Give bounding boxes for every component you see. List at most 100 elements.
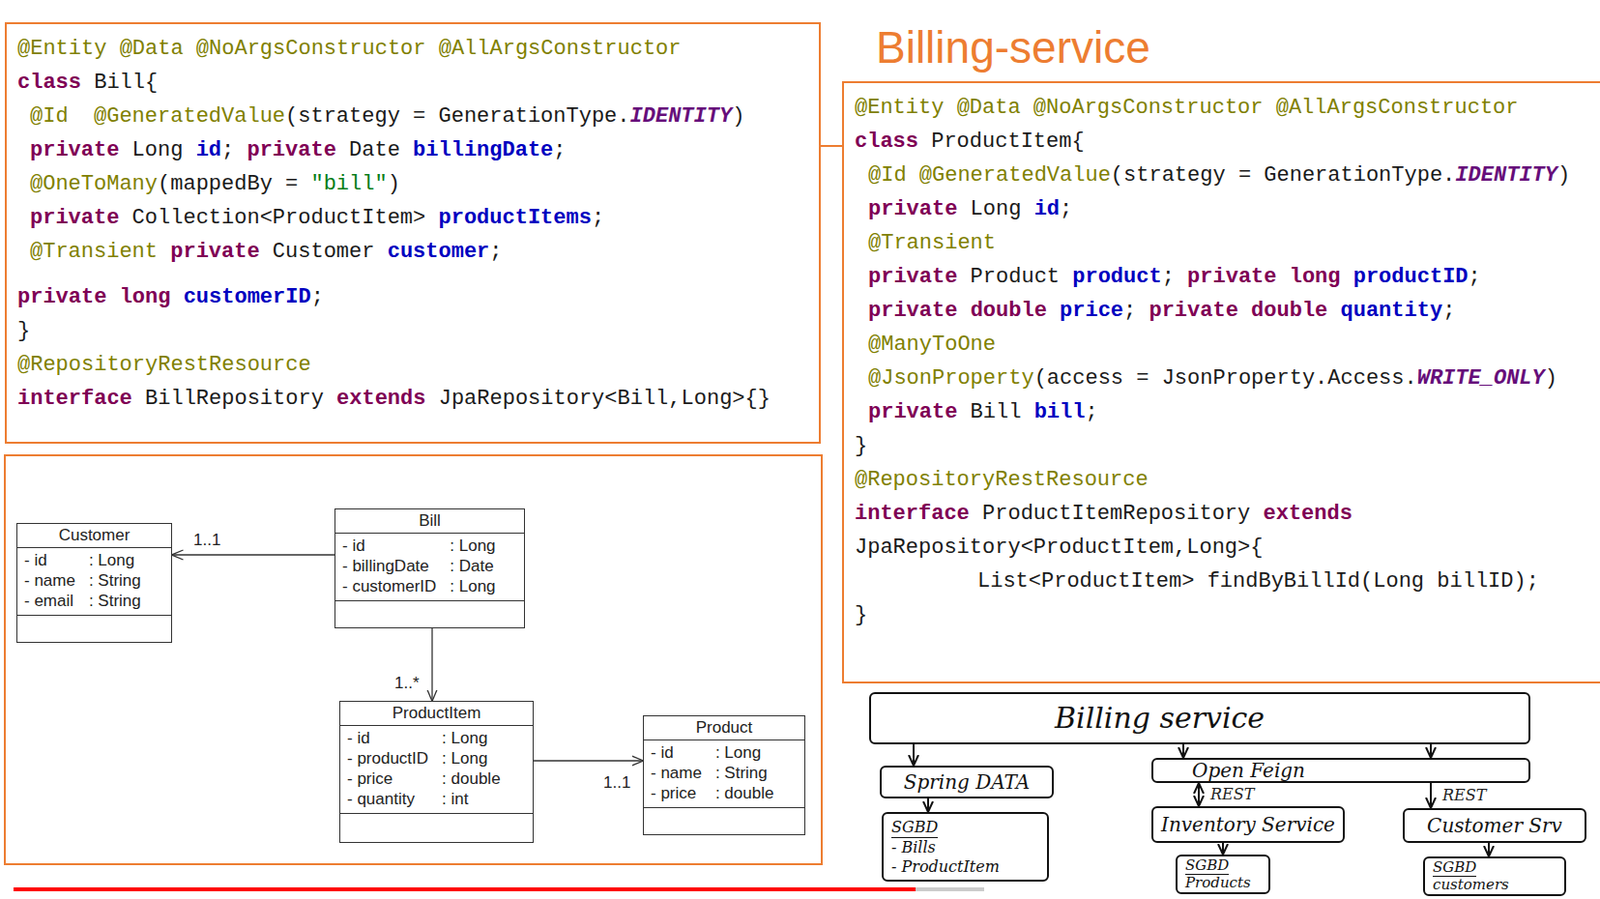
code-token: private: [868, 264, 958, 290]
arrow-connector: [1429, 783, 1432, 809]
code-token: BillRepository: [132, 386, 337, 411]
sketch-box: SGBDProducts: [1175, 854, 1271, 895]
code-line: interface ProductItemRepository extends: [854, 496, 1595, 531]
code-token: }: [17, 319, 30, 344]
attribute-type: : Long: [441, 748, 501, 769]
code-line: JpaRepository<ProductItem,Long>{: [854, 530, 1595, 565]
attribute-type: : double: [715, 783, 775, 804]
code-token: IDENTITY: [630, 104, 733, 129]
code-token: @ManyToOne: [868, 332, 996, 357]
arrow-connector: [1221, 843, 1224, 855]
code-token: ;: [1442, 298, 1455, 323]
uml-panel: [4, 455, 822, 865]
code-line: @RepositoryRestResource: [854, 463, 1595, 497]
code-line: private Collection<ProductItem> productI…: [17, 201, 810, 235]
code-token: [68, 104, 94, 129]
code-token: Collection<ProductItem>: [118, 205, 438, 231]
sketch-text: - ProductItem: [891, 857, 1000, 877]
sketch-box: Customer Srv: [1402, 808, 1587, 844]
code-token: Long: [118, 138, 196, 163]
code-token: id: [196, 138, 222, 163]
code-token: @NoArgsConstructor: [1033, 95, 1264, 120]
sketch-text: Products: [1185, 874, 1251, 892]
attribute-name: - quantity: [347, 788, 429, 810]
attribute-list: - id: Long- productID: Long- price: doub…: [340, 726, 533, 815]
code-token: [106, 36, 119, 61]
code-token: customerID: [183, 285, 312, 310]
attribute-name: - email: [24, 590, 76, 611]
sketch-text: Inventory Service: [1161, 812, 1336, 838]
code-token: class: [17, 70, 82, 95]
uml-class: Product- id: Long- name: String- price: …: [642, 715, 806, 836]
sketch-box: Spring DATA: [879, 765, 1054, 799]
attribute-name: - billingDate: [342, 555, 437, 577]
code-token: Bill{: [81, 70, 158, 95]
code-line: @RepositoryRestResource: [17, 348, 810, 382]
code-token: customer: [387, 239, 491, 264]
code-token: private: [29, 205, 119, 231]
code-token: [1327, 298, 1340, 323]
code-token: [1277, 264, 1290, 290]
code-token: [1020, 95, 1034, 120]
code-token: WRITE_ONLY: [1417, 366, 1545, 391]
code-line: @Entity @Data @NoArgsConstructor @AllArg…: [17, 31, 810, 66]
code-token: private: [246, 138, 336, 163]
code-line: }: [17, 314, 810, 349]
code-token: Customer: [260, 239, 388, 264]
code-token: ): [1557, 163, 1571, 188]
code-token: private: [170, 239, 260, 264]
sketch-text: SGBD: [1185, 857, 1229, 875]
code-token: quantity: [1340, 298, 1444, 323]
code-token: [157, 239, 171, 264]
code-line: private Long id; private Date billingDat…: [17, 133, 810, 168]
code-token: (mappedBy =: [157, 172, 311, 197]
code-token: productItems: [437, 205, 591, 231]
code-token: [170, 285, 183, 310]
code-token: List<ProductItem> findByBillId(Long bill…: [977, 569, 1540, 594]
code-line: @OneToMany(mappedBy = "bill"): [17, 167, 810, 202]
code-line: interface BillRepository extends JpaRepo…: [17, 381, 810, 416]
code-token: (strategy = GenerationType.: [285, 104, 630, 129]
attribute-name: - price: [650, 783, 702, 804]
code-token: @GeneratedValue: [919, 163, 1111, 188]
code-token: "bill": [310, 172, 387, 197]
code-token: interface: [854, 501, 970, 526]
code-token: [425, 36, 438, 61]
code-token: Product: [957, 264, 1073, 290]
code-token: private: [1187, 264, 1277, 290]
attribute-type: : double: [441, 768, 501, 789]
code-token: JpaRepository<Bill,Long>{}: [425, 386, 770, 411]
code-token: double: [970, 298, 1048, 323]
code-token: Bill: [957, 400, 1034, 425]
attribute-name: - id: [347, 727, 429, 749]
code-token: interface: [17, 386, 133, 411]
code-token: ;: [591, 205, 605, 231]
code-token: ): [1544, 366, 1558, 391]
attribute-list: - id: Long- name: String- price: double: [643, 740, 805, 809]
attribute-type: : Long: [449, 535, 495, 556]
code-token: @Data: [119, 36, 184, 61]
code-token: private: [868, 197, 958, 222]
code-token: @RepositoryRestResource: [17, 352, 312, 378]
code-line: private Product product; private long pr…: [854, 260, 1595, 294]
code-token: ;: [1059, 197, 1073, 222]
code-token: ;: [1123, 298, 1149, 323]
sketch-box: Inventory Service: [1151, 806, 1345, 844]
code-token: product: [1072, 264, 1162, 290]
uml-class: Customer- id: Long- name: String- email:…: [16, 523, 173, 643]
sketch-text: SGBD: [1432, 859, 1477, 877]
code-token: ;: [221, 138, 247, 163]
code-line: }: [854, 598, 1595, 633]
code-panel: @Entity @Data @NoArgsConstructor @AllArg…: [4, 22, 821, 444]
attribute-type: : Long: [715, 742, 775, 763]
class-name: Product: [643, 716, 805, 741]
code-token: @AllArgsConstructor: [1276, 95, 1519, 120]
attribute-type: : String: [715, 762, 775, 784]
operation-compartment: [340, 814, 533, 843]
multiplicity: 1..1: [191, 530, 223, 551]
code-token: ProductItem{: [918, 129, 1085, 154]
protocol-label: REST: [1208, 785, 1256, 804]
sketch-box: SGBDcustomers: [1423, 856, 1567, 897]
code-line: private double price; private double qua…: [854, 293, 1595, 328]
